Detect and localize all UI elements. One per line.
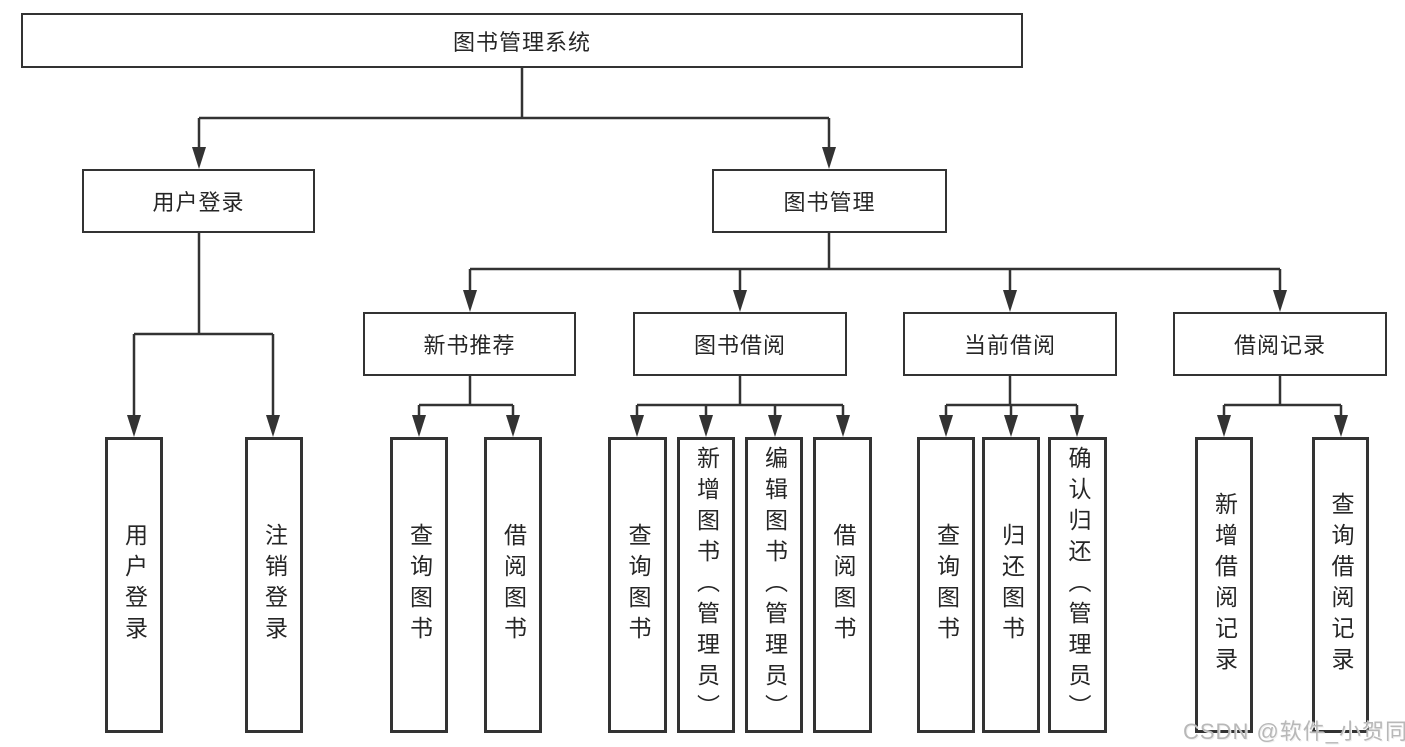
leaf-add-borrow-record: 新增借阅记录 — [1195, 437, 1253, 733]
leaf-logout: 注销登录 — [245, 437, 303, 733]
leaf-add-books-admin: 新增图书（管理员） — [677, 437, 735, 733]
leaf-return-books: 归还图书 — [982, 437, 1040, 733]
node-label: 图书管理 — [783, 190, 876, 215]
leaf-query-borrow-record: 查询借阅记录 — [1312, 437, 1369, 733]
leaf-query-books-3: 查询图书 — [917, 437, 975, 733]
node-label: 注销登录 — [261, 523, 288, 647]
node-label: 查询图书 — [625, 523, 651, 647]
node-label: 新增借阅记录 — [1211, 492, 1238, 678]
leaf-query-books-2: 查询图书 — [608, 437, 667, 733]
node-label: 当前借阅 — [963, 333, 1056, 358]
node-current-borrowing: 当前借阅 — [903, 312, 1117, 376]
leaf-confirm-return-admin: 确认归还（管理员） — [1048, 437, 1107, 733]
node-label: 确认归还（管理员） — [1065, 445, 1091, 725]
node-label: 查询图书 — [406, 523, 433, 647]
node-label: 查询借阅记录 — [1328, 492, 1354, 678]
node-borrowing-records: 借阅记录 — [1173, 312, 1387, 376]
leaf-user-login: 用户登录 — [105, 437, 163, 733]
leaf-borrow-books-2: 借阅图书 — [813, 437, 872, 733]
node-label: 查询图书 — [933, 523, 960, 647]
node-book-management: 图书管理 — [712, 169, 947, 233]
node-user-login: 用户登录 — [82, 169, 315, 233]
node-label: 用户登录 — [121, 523, 148, 647]
node-label: 归还图书 — [998, 523, 1025, 647]
csdn-watermark: CSDN @软件_小贺同学 — [1183, 719, 1405, 744]
leaf-query-books-1: 查询图书 — [390, 437, 448, 733]
node-label: 新增图书（管理员） — [693, 445, 720, 725]
node-label: 借阅图书 — [830, 523, 856, 647]
leaf-borrow-books-1: 借阅图书 — [484, 437, 542, 733]
node-library-management-system: 图书管理系统 — [21, 13, 1023, 68]
leaf-edit-books-admin: 编辑图书（管理员） — [745, 437, 803, 733]
node-book-borrowing: 图书借阅 — [633, 312, 847, 376]
node-label: 用户登录 — [152, 190, 245, 215]
node-label: 借阅记录 — [1233, 333, 1326, 358]
node-label: 编辑图书（管理员） — [761, 445, 788, 725]
node-label: 图书管理系统 — [452, 29, 591, 55]
node-new-book-recommendation: 新书推荐 — [363, 312, 576, 376]
node-label: 图书借阅 — [693, 333, 786, 358]
node-label: 新书推荐 — [423, 333, 516, 358]
node-label: 借阅图书 — [500, 523, 527, 647]
